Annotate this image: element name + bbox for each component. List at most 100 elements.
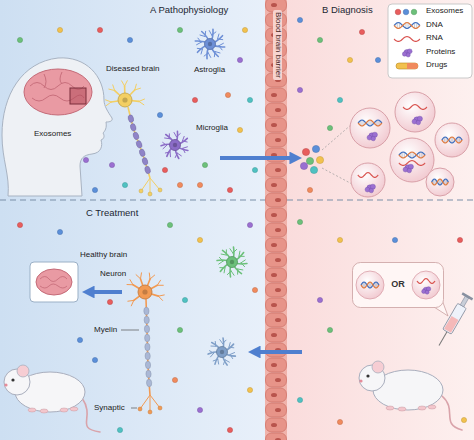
- healthy-brain-inset-part: [30, 262, 78, 302]
- neuron-cell-part: [130, 123, 137, 132]
- exosome-dots-part: [109, 162, 114, 167]
- exosome-dots-part: [92, 187, 97, 192]
- neuron-cell-part: [139, 189, 143, 193]
- part-label: Synaptic: [94, 404, 125, 413]
- mouse-figure-part: [386, 406, 394, 410]
- exosome-dots-part: [297, 397, 302, 402]
- glia-cell-part: [214, 52, 216, 57]
- exosome-dots-part: [297, 219, 302, 224]
- exosome-dots-part: [192, 97, 197, 102]
- glia-cell-part: [165, 152, 170, 153]
- syringe-part: [444, 316, 458, 333]
- exosome-dots-part: [327, 327, 332, 332]
- panel-divider: [287, 200, 474, 201]
- neuron-cell: [106, 81, 162, 196]
- neuron-cell-part: [135, 140, 143, 149]
- legend-sample-part: [406, 53, 410, 57]
- barrier-cells-part: [271, 183, 277, 187]
- exosome-dots-part: [197, 237, 202, 242]
- exosome-dots-part: [83, 157, 88, 162]
- glia-cell-part: [165, 137, 170, 139]
- exosome-dots-part: [117, 427, 122, 432]
- glia-cell-part: [170, 140, 181, 151]
- exosome-sphere-part: [350, 108, 390, 148]
- zoom-lines-part: [322, 168, 352, 184]
- neuron-cell-part: [145, 352, 150, 360]
- neuron-cell-part: [125, 81, 128, 86]
- bubble-part: [353, 263, 444, 308]
- exosome-dots-part: [297, 87, 302, 92]
- leader-lines-part: [121, 330, 139, 331]
- glia-cell-part: [238, 251, 240, 256]
- neuron-cell-part: [158, 406, 162, 410]
- glia-cell-part: [220, 267, 225, 268]
- barrier-cells-part: [266, 118, 287, 132]
- glia-cell-part: [241, 260, 245, 263]
- neuron-cell-part: [150, 395, 160, 408]
- exosome-dots-part: [461, 417, 466, 422]
- neuron-cell-part: [131, 300, 133, 305]
- legend-sample: [394, 37, 420, 42]
- neuron-cell-part: [150, 178, 160, 190]
- exosome-dots-part: [107, 299, 112, 304]
- barrier-cells-part: [271, 243, 277, 247]
- exosome-dots-part: [237, 57, 242, 62]
- glia-cell-part: [170, 152, 171, 157]
- leader-lines: [121, 330, 139, 408]
- barrier-cells-part: [275, 108, 281, 112]
- glia-cell-part: [212, 32, 216, 35]
- panel-heading: A Pathophysiology: [150, 5, 228, 15]
- glia-cell-part: [220, 350, 224, 354]
- neuron-cell-part: [148, 410, 152, 414]
- exosome-sphere-part: [442, 137, 462, 143]
- exosome-dots-part: [167, 222, 172, 227]
- glia-cell-part: [223, 360, 225, 365]
- exosome-sphere-part: [442, 137, 462, 143]
- legend-sample-part: [407, 63, 418, 69]
- neuron-cell-part: [128, 300, 134, 302]
- mouse-figure-part: [359, 379, 362, 382]
- exosome-dots-part: [225, 92, 230, 97]
- legend-sample: [396, 63, 418, 69]
- glia-cell-part: [238, 268, 243, 270]
- exosome-dots-part: [316, 156, 323, 163]
- head-silhouette-part: [70, 88, 86, 104]
- exosome-dots: [297, 219, 466, 424]
- barrier-cells-part: [275, 258, 281, 262]
- exosome-dots-part: [310, 166, 317, 173]
- neuron-cell-part: [138, 407, 142, 411]
- glia-cell-part: [241, 263, 245, 267]
- exosome-sphere-part: [351, 163, 385, 197]
- leader-lines-part: [131, 408, 137, 409]
- glia-cell-part: [226, 250, 227, 255]
- neuron-cell-part: [139, 148, 146, 157]
- glia-cell-part: [197, 42, 202, 45]
- neuron-cell-part: [141, 178, 150, 191]
- glia-cell-part: [219, 46, 222, 50]
- zoom-lines: [322, 124, 352, 184]
- exosome-dots-part: [247, 387, 252, 392]
- glia-cell-part: [210, 353, 213, 357]
- choice-bubble: OR: [352, 262, 444, 308]
- exosome-sphere: [351, 163, 385, 197]
- glia-cell-part: [225, 360, 229, 362]
- exosome-dots-part: [306, 157, 313, 164]
- mouse-figure-part: [11, 378, 14, 381]
- neuron-cell-part: [127, 114, 134, 123]
- neuron-cell-part: [122, 81, 125, 86]
- barrier-cells-part: [271, 213, 277, 217]
- barrier-cells-part: [266, 403, 287, 417]
- head-silhouette-part: [24, 69, 92, 115]
- exosome-sphere-part: [369, 188, 373, 192]
- glia-cell-part: [231, 271, 234, 275]
- glia-cell-part: [205, 39, 216, 50]
- exosome-dots-part: [297, 17, 302, 22]
- exosome-sphere-part: [358, 120, 382, 126]
- neuron-cell: [127, 273, 164, 414]
- neuron-cell-part: [158, 188, 162, 192]
- glia-cell-part: [198, 38, 201, 42]
- barrier-cells-part: [275, 228, 281, 232]
- blood-side-ground: [286, 0, 474, 440]
- barrier-cells-part: [271, 303, 277, 307]
- exosome-dots-part: [317, 297, 322, 302]
